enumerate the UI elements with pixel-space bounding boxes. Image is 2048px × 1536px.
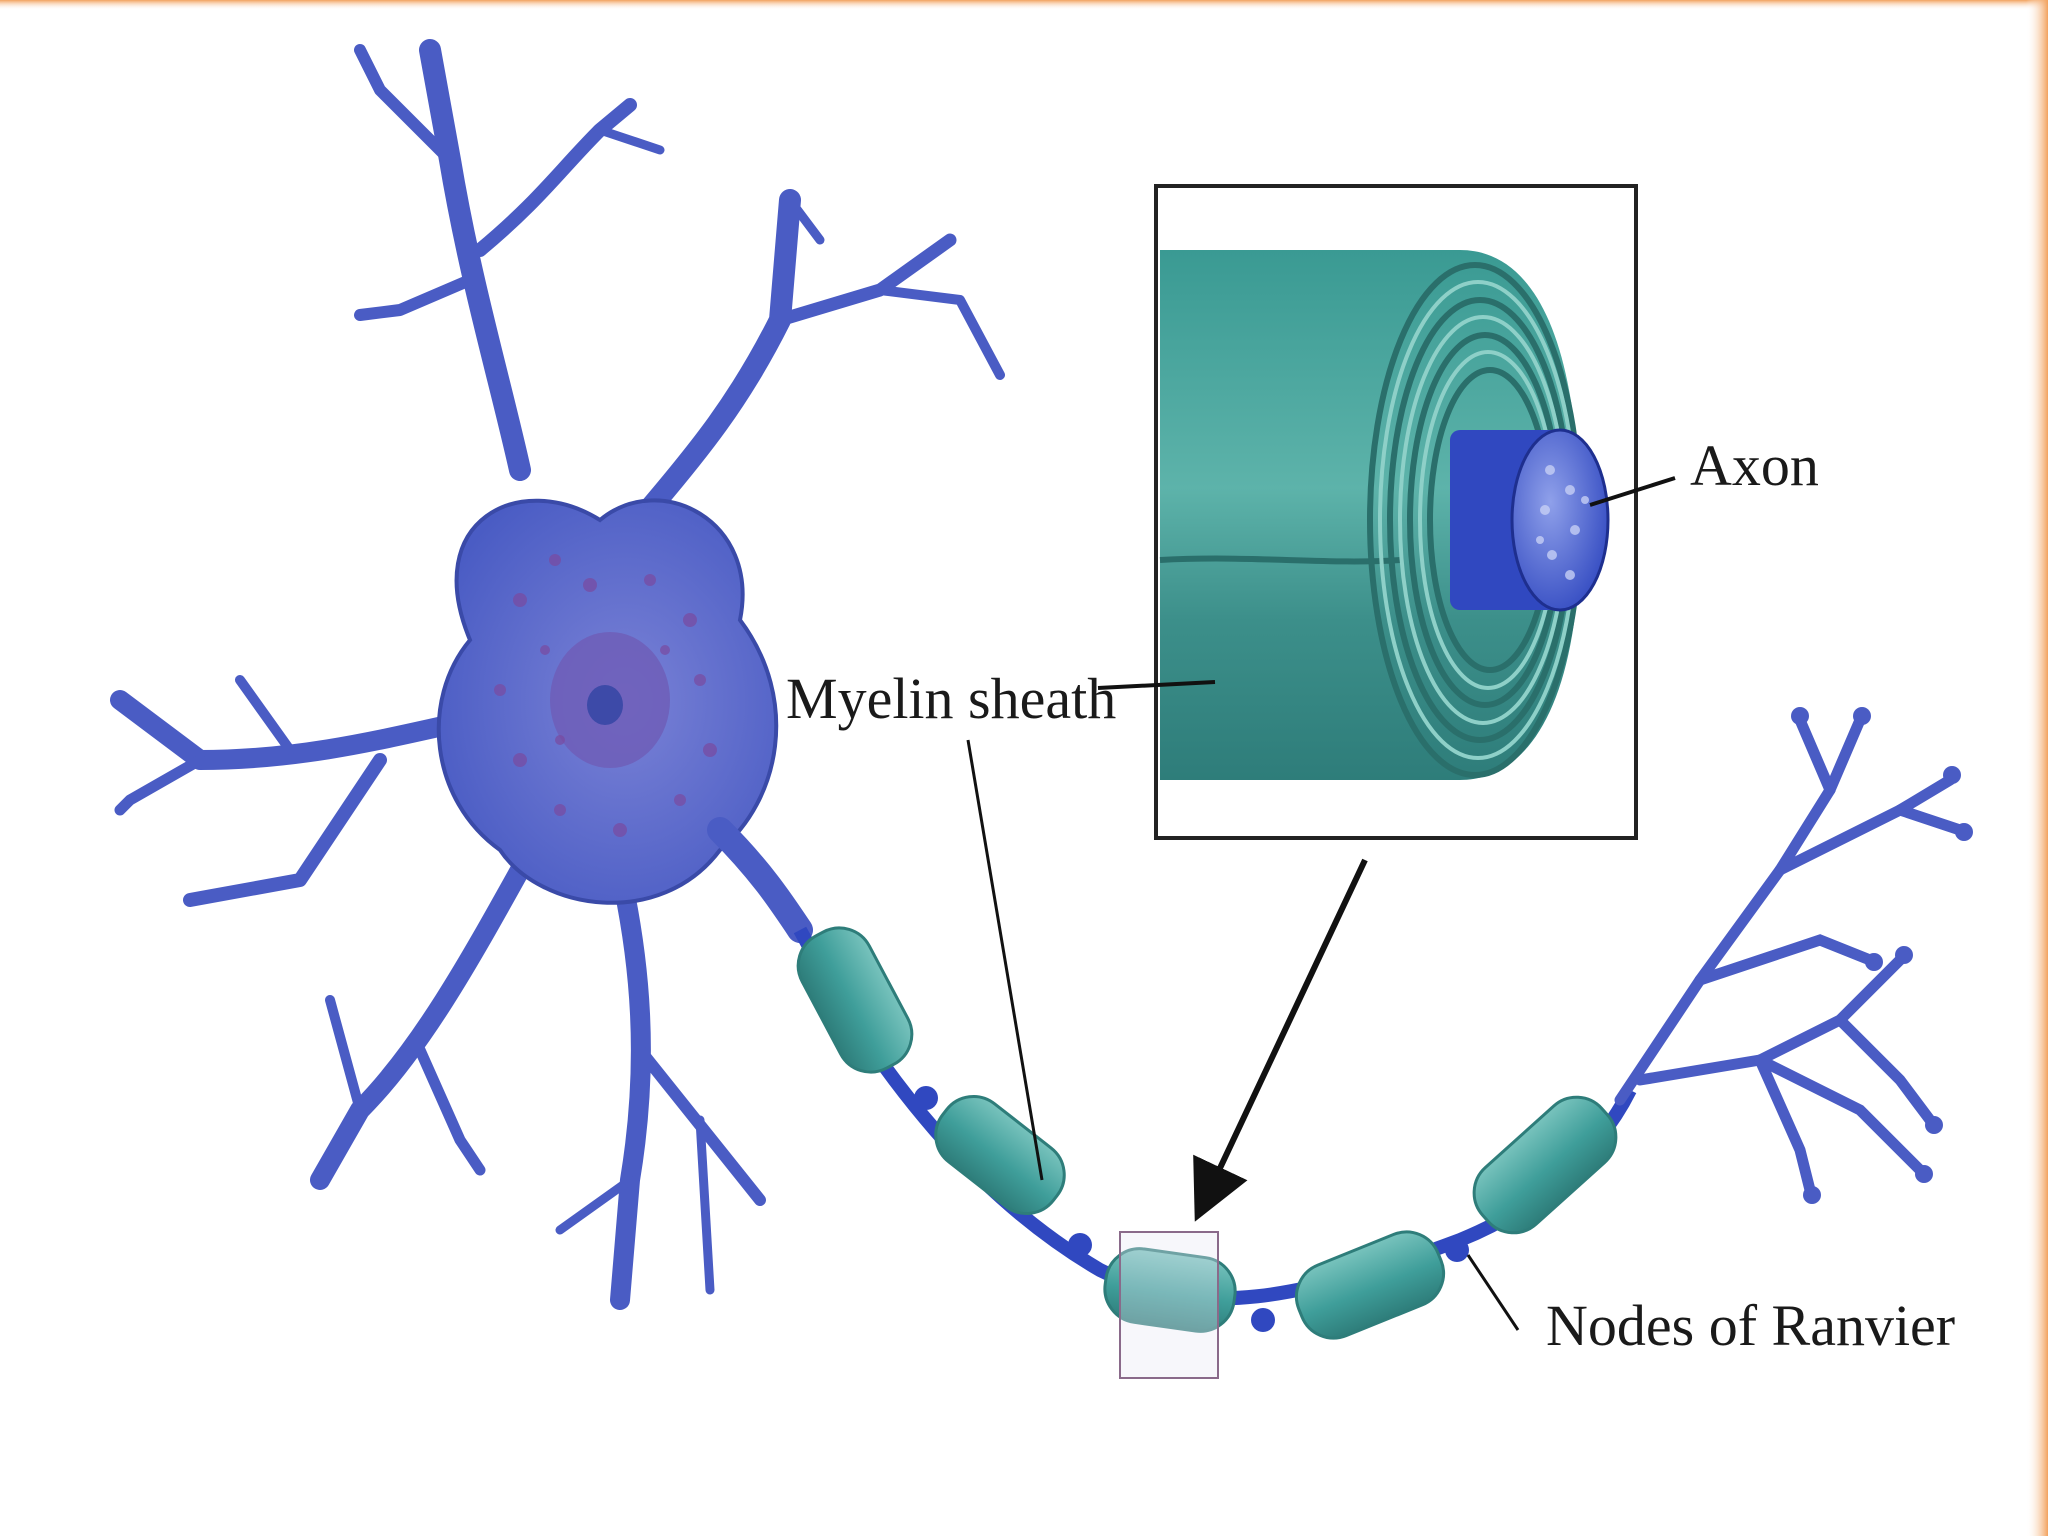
zoom-source-box (1120, 1232, 1218, 1378)
node-of-ranvier (1251, 1308, 1275, 1332)
nodes-of-ranvier-label: Nodes of Ranvier (1546, 1293, 1955, 1358)
nucleolus (587, 685, 623, 725)
myelin-segment (1286, 1222, 1454, 1349)
zoom-arrow (1205, 860, 1365, 1200)
inset-axon-face (1512, 430, 1608, 610)
axon-hillock (720, 830, 800, 930)
node-of-ranvier (1445, 1238, 1469, 1262)
myelin-segment (786, 916, 924, 1084)
axon-label: Axon (1690, 433, 1819, 498)
inset-myelin-cross-section (1156, 186, 1636, 838)
slide-accent-right (2026, 0, 2048, 1536)
node-of-ranvier (914, 1086, 938, 1110)
myelin-sheath-label: Myelin sheath (786, 666, 1116, 731)
node-of-ranvier (1068, 1233, 1092, 1257)
ranvier-leader-line (1468, 1255, 1518, 1330)
slide-accent-top (0, 0, 2048, 10)
